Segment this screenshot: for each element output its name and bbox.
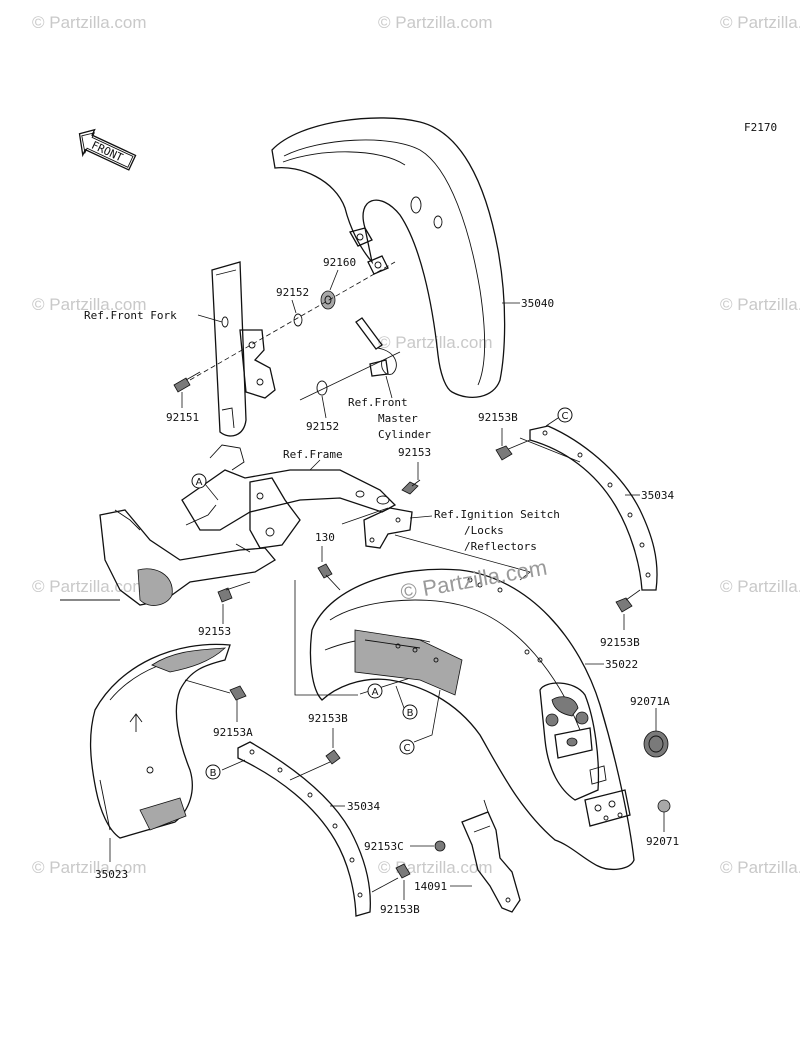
watermark: © Partzilla.com bbox=[720, 858, 800, 877]
watermark: © Partzilla.com bbox=[32, 295, 147, 314]
fender-stay-left bbox=[237, 741, 371, 917]
ref-master-label-1: Ref.Front bbox=[348, 396, 408, 409]
svg-text:A: A bbox=[196, 477, 203, 488]
watermarks: © Partzilla.com © Partzilla.com © Partzi… bbox=[32, 13, 800, 877]
watermark: © Partzilla.com bbox=[720, 295, 800, 314]
ref-master-label-3: Cylinder bbox=[378, 428, 431, 441]
label-35023: 35023 bbox=[95, 868, 128, 881]
washer-92152-bottom bbox=[316, 380, 328, 396]
nut-92153C bbox=[434, 840, 446, 852]
front-arrow-icon: FRONT bbox=[78, 128, 137, 171]
label-92151: 92151 bbox=[166, 411, 199, 424]
callout-b-stay: B bbox=[205, 764, 221, 780]
fender-stay-right bbox=[529, 425, 658, 591]
ref-ignition-label-2: /Locks bbox=[464, 524, 504, 537]
label-92071A: 92071A bbox=[630, 695, 670, 708]
bolt-92151 bbox=[173, 371, 201, 393]
cover-14091 bbox=[461, 799, 521, 913]
rear-fender bbox=[309, 568, 635, 871]
label-92153A: 92153A bbox=[213, 726, 253, 739]
bolt-92153-left bbox=[217, 581, 251, 603]
watermark: © Partzilla.com bbox=[378, 13, 493, 32]
svg-text:C: C bbox=[404, 743, 411, 754]
label-92153-upper: 92153 bbox=[398, 446, 431, 459]
figure-code: F2170 bbox=[744, 121, 777, 134]
svg-text:B: B bbox=[407, 708, 414, 719]
callout-a-frame: A bbox=[191, 473, 219, 501]
label-92153C: 92153C bbox=[364, 840, 404, 853]
label-35034-left: 35034 bbox=[347, 800, 380, 813]
label-35034-right: 35034 bbox=[641, 489, 674, 502]
svg-text:A: A bbox=[372, 687, 379, 698]
bolt-130 bbox=[317, 563, 341, 591]
front-fender-upper bbox=[271, 117, 506, 398]
label-92160: 92160 bbox=[323, 256, 356, 269]
ref-front-fork-label: Ref.Front Fork bbox=[84, 309, 177, 322]
center-watermark: © Partzilla.com bbox=[399, 555, 549, 605]
label-92153B-top-right: 92153B bbox=[478, 411, 518, 424]
label-14091: 14091 bbox=[414, 880, 447, 893]
bolt-92153B-mid bbox=[289, 749, 341, 781]
spacer-92160 bbox=[320, 290, 336, 310]
bolt-92153A bbox=[184, 679, 247, 701]
ref-ignition-label-3: /Reflectors bbox=[464, 540, 537, 553]
watermark: © Partzilla.com bbox=[32, 577, 147, 596]
label-92153B-bottom: 92153B bbox=[380, 903, 420, 916]
callout-c-stay: C bbox=[545, 407, 573, 427]
label-92153B-mid: 92153B bbox=[308, 712, 348, 725]
label-92152-top: 92152 bbox=[276, 286, 309, 299]
inner-fender bbox=[89, 643, 231, 839]
callout-c-fender: C bbox=[399, 689, 441, 755]
label-130: 130 bbox=[315, 531, 335, 544]
ref-master-label-2: Master bbox=[378, 412, 418, 425]
callout-a-fender: A bbox=[367, 683, 383, 699]
label-35022: 35022 bbox=[605, 658, 638, 671]
master-cylinder-bracket bbox=[355, 317, 397, 377]
watermark: © Partzilla.com bbox=[720, 577, 800, 596]
watermark: © Partzilla.com bbox=[32, 858, 147, 877]
label-35040: 35040 bbox=[521, 297, 554, 310]
bolt-92153B-bottom bbox=[371, 863, 411, 893]
ignition-bracket bbox=[363, 507, 413, 549]
label-92153-left: 92153 bbox=[198, 625, 231, 638]
label-92152-bottom: 92152 bbox=[306, 420, 339, 433]
callout-b-fender: B bbox=[395, 685, 418, 720]
label-92071: 92071 bbox=[646, 835, 679, 848]
svg-text:C: C bbox=[562, 411, 569, 422]
watermark: © Partzilla.com bbox=[378, 333, 493, 352]
front-fork bbox=[211, 261, 276, 437]
nut-92153B-top-right bbox=[495, 445, 513, 461]
nut-92153B-right bbox=[615, 597, 633, 613]
grommet-92071A bbox=[643, 730, 669, 758]
ref-ignition-label-1: Ref.Ignition Seitch bbox=[434, 508, 560, 521]
nut-92071 bbox=[657, 799, 671, 813]
ref-frame-label: Ref.Frame bbox=[283, 448, 343, 461]
watermark: © Partzilla.com bbox=[32, 13, 147, 32]
svg-text:B: B bbox=[210, 768, 217, 779]
watermark: © Partzilla.com bbox=[720, 13, 800, 32]
bolt-92153-upper bbox=[401, 479, 421, 495]
label-92153B-right: 92153B bbox=[600, 636, 640, 649]
